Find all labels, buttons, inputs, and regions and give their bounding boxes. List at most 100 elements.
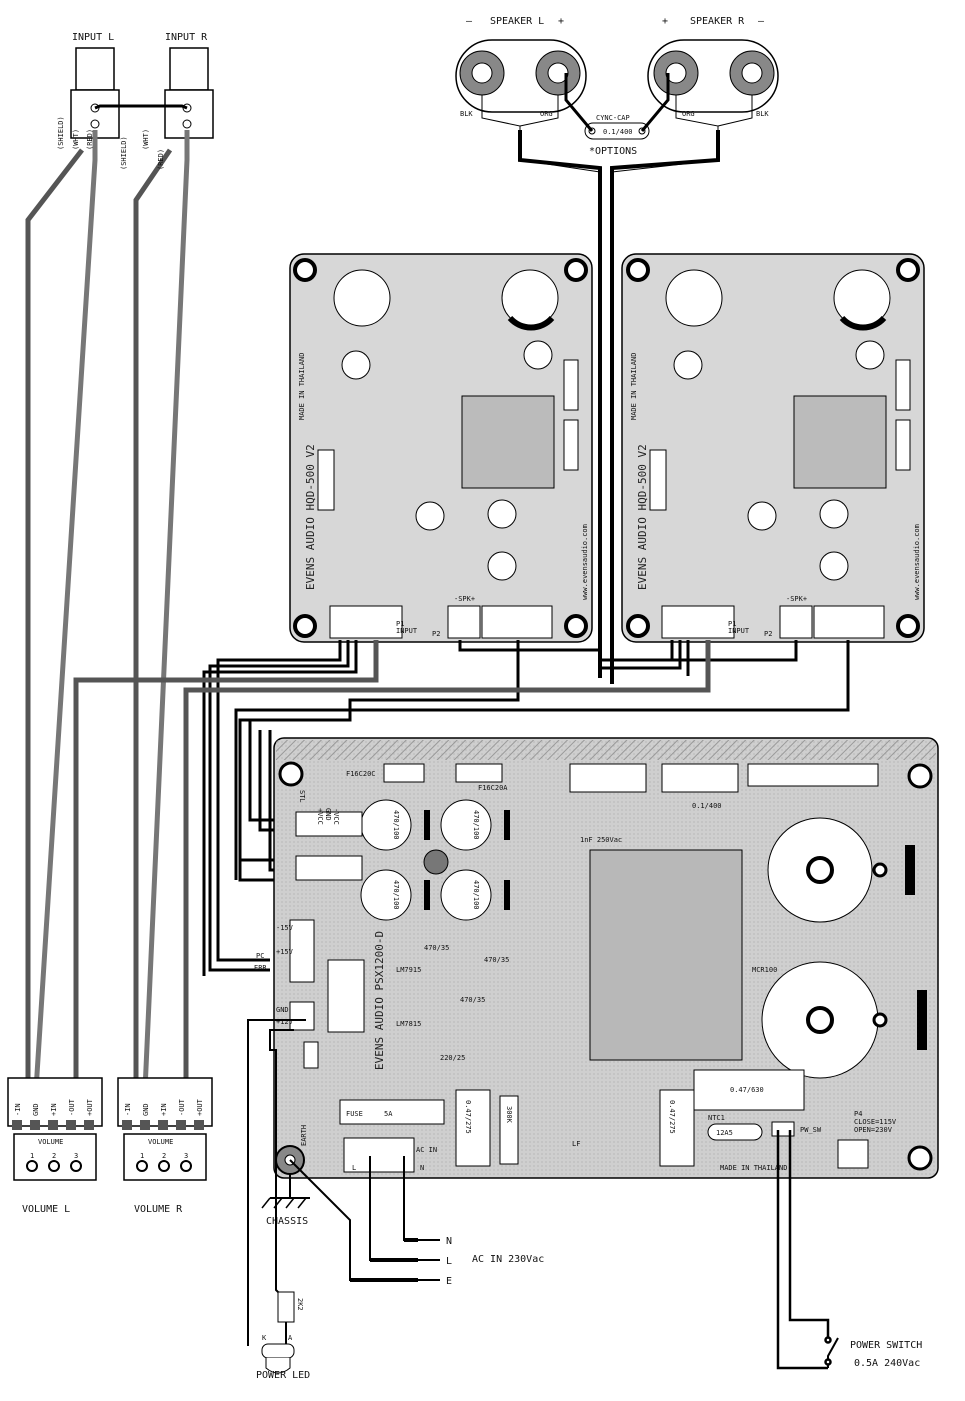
psu-board <box>273 737 939 1179</box>
psu-ntc-value: 12A5 <box>716 1129 733 1137</box>
amp-board-right-made: MADE IN THAILAND <box>630 353 638 420</box>
volume-r-label-pin: +IN <box>160 1103 168 1116</box>
input-cables <box>25 130 190 1091</box>
amp-board-right-name: EVENS AUDIO HQD-500 V2 <box>636 444 649 590</box>
cync-cap-label: CYNC-CAP <box>596 114 630 122</box>
amp-board-right-p1: P1 <box>728 620 736 628</box>
speaker-l-blk: BLK <box>460 110 473 118</box>
speaker-r-wire <box>610 130 720 684</box>
psu-reg-1: LM7915 <box>396 966 421 974</box>
speaker-r-blk: BLK <box>756 110 769 118</box>
input-l-connector <box>70 47 120 139</box>
psu-small-cap-4: 220/25 <box>440 1054 465 1062</box>
chassis-label: CHASSIS <box>266 1216 308 1227</box>
psu-x-cap-2: 0.47/275 <box>668 1100 676 1134</box>
input-r-shield-label: (SHIELD) <box>120 136 128 170</box>
psu-close: CLOSE=115V <box>854 1118 897 1126</box>
speaker-l-wire <box>518 130 602 678</box>
psu-err: ERR <box>254 964 267 972</box>
volume-l-label-gnd: GND <box>32 1103 40 1116</box>
input-r-wht-label: (WHT) <box>142 129 150 150</box>
psu-v15n: -15V <box>276 924 294 932</box>
power-led-label: POWER LED <box>256 1370 310 1381</box>
psu-cap-3: 470/100 <box>392 880 400 910</box>
amp-board-left-site: www.evensaudio.com <box>581 524 589 600</box>
volume-r-label-pout: +OUT <box>196 1098 204 1116</box>
speaker-l-org: ORG <box>540 110 553 118</box>
volume-l-label-nin: -IN <box>14 1103 22 1116</box>
psu-gnd: GND <box>276 1006 289 1014</box>
speaker-r-terminal <box>647 39 779 113</box>
ac-l-label: L <box>446 1256 452 1267</box>
speaker-r-label: SPEAKER R <box>690 16 745 27</box>
psu-fuse: FUSE <box>346 1110 363 1118</box>
amp-board-left-spk: -SPK+ <box>454 595 475 603</box>
ac-e-label: E <box>446 1276 452 1287</box>
volume-r-label-gnd: GND <box>142 1103 150 1116</box>
input-ground-link <box>94 104 188 110</box>
psu-rail-gnd: GND <box>324 808 332 821</box>
cync-cap <box>584 122 650 140</box>
volume-l-pin-3: 3 <box>74 1152 78 1160</box>
volume-l-label: VOLUME L <box>22 1204 70 1215</box>
psu-c21: 0.47/630 <box>730 1086 764 1094</box>
speaker-r-plus: + <box>662 16 668 27</box>
psu-l: L <box>352 1164 356 1172</box>
amp-board-right-site: www.evensaudio.com <box>913 524 921 600</box>
input-l-shield-label: (SHIELD) <box>57 116 65 150</box>
amp-board-right <box>621 253 925 643</box>
psu-board-name: EVENS AUDIO PSX1200-D <box>373 931 386 1070</box>
psu-small-cap-2: 470/35 <box>484 956 509 964</box>
input-l-label: INPUT L <box>72 32 114 43</box>
psu-open: OPEN=230V <box>854 1126 893 1134</box>
psu-ac-in: AC IN <box>416 1146 437 1154</box>
power-switch-rating: 0.5A 240Vac <box>854 1358 920 1369</box>
volume-l-pot <box>7 1077 103 1181</box>
volume-r-pot <box>117 1077 213 1181</box>
psu-c20: 0.1/400 <box>692 802 722 810</box>
amp-input-cables <box>73 640 711 1090</box>
power-led-resistor: 2K2 <box>296 1298 304 1311</box>
amp-board-left-p2: P2 <box>432 630 440 638</box>
psu-fuse-label: F16C20C <box>346 770 376 778</box>
psu-rail-vcc: +VCC <box>316 808 324 825</box>
psu-rail-nvcc: -VCC <box>332 808 340 825</box>
psu-small-cap-3: 470/35 <box>460 996 485 1004</box>
speaker-l-minus: — <box>466 16 473 27</box>
volume-l-label-pin: +IN <box>50 1103 58 1116</box>
psu-fuse-value: 5A <box>384 1110 393 1118</box>
psu-board-made: MADE IN THAILAND <box>720 1164 787 1172</box>
power-led-a: A <box>288 1334 293 1342</box>
psu-mcr: MCR100 <box>752 966 777 974</box>
psu-v15p: +15V <box>276 948 294 956</box>
speaker-l-terminal <box>455 39 587 113</box>
volume-r-label: VOLUME R <box>134 1204 183 1215</box>
amp-board-left <box>289 253 593 643</box>
speaker-r-minus: — <box>758 16 765 27</box>
power-led <box>247 1019 306 1374</box>
speaker-l-plus: + <box>558 16 564 27</box>
psu-earth: EARTH <box>300 1125 308 1146</box>
amp-interconnect-wires <box>202 640 850 976</box>
amp-board-right-spk: -SPK+ <box>786 595 807 603</box>
power-led-k: K <box>262 1334 267 1342</box>
volume-r-label-nin: -IN <box>124 1103 132 1116</box>
amp-board-left-p1: P1 <box>396 620 404 628</box>
psu-p4: P4 <box>854 1110 862 1118</box>
volume-r-label-nout: -OUT <box>178 1098 186 1116</box>
chassis-ground <box>261 1174 310 1209</box>
psu-x-cap-1: 0.47/275 <box>464 1100 472 1134</box>
input-r-red-label: (RED) <box>157 149 165 170</box>
volume-l-label-pout: +OUT <box>86 1098 94 1116</box>
volume-r-pin-1: 1 <box>140 1152 144 1160</box>
psu-cap-2: 470/100 <box>472 810 480 840</box>
cync-cap-value: 0.1/400 <box>603 128 633 136</box>
psu-c22: 1nF 250Vac <box>580 836 622 844</box>
power-switch-wires <box>776 1130 839 1370</box>
psu-cap-1: 470/100 <box>392 810 400 840</box>
amp-board-left-input: INPUT <box>396 627 418 635</box>
psu-n: N <box>420 1164 424 1172</box>
volume-l-pot-label: VOLUME <box>38 1138 63 1146</box>
ac-n-label: N <box>446 1236 452 1247</box>
amp-board-right-input: INPUT <box>728 627 750 635</box>
